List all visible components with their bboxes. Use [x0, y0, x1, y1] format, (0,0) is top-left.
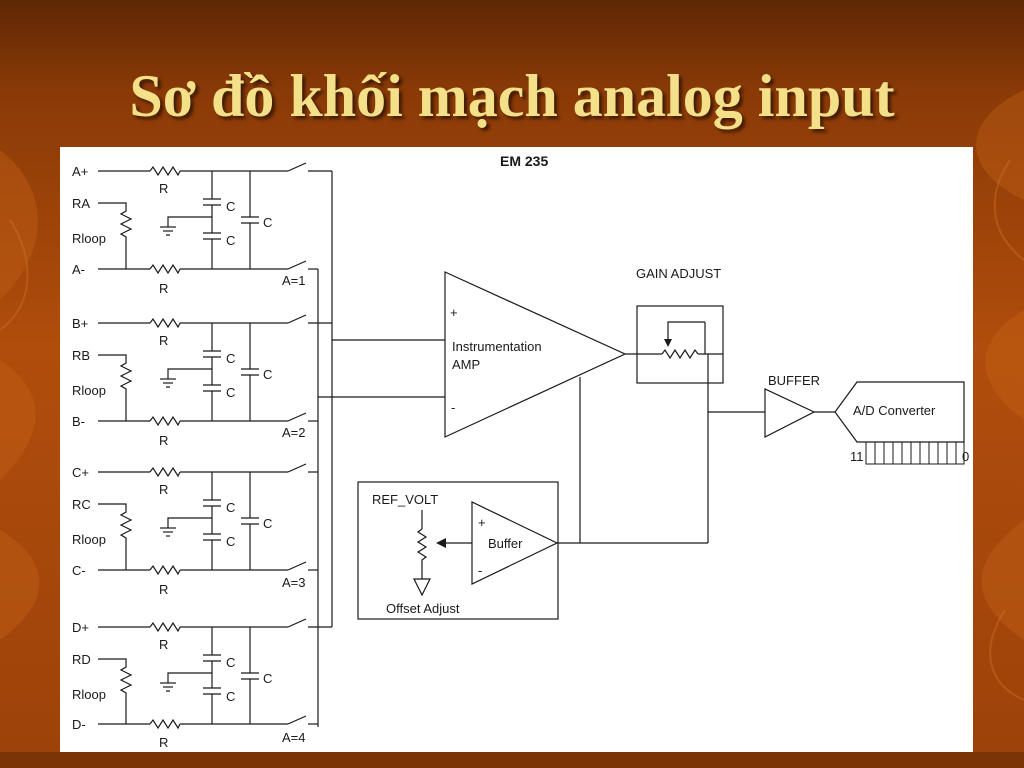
rloop-label: Rloop: [72, 687, 106, 702]
amp-minus-sign: -: [451, 400, 455, 415]
capacitor-label: C: [263, 671, 272, 686]
resistor-label: R: [159, 333, 168, 348]
adc-lsb-label: 0: [962, 449, 969, 464]
channel-d: D+ RD Rloop D- R R C C C A=4: [72, 618, 332, 750]
resistor-symbol: [149, 263, 181, 275]
capacitor-label: C: [263, 367, 272, 382]
capacitor-label: C: [226, 199, 235, 214]
instrumentation-amp: + - Instrumentation AMP: [444, 271, 627, 438]
resistor-label: R: [159, 181, 168, 196]
resistor-symbol: [149, 317, 181, 329]
capacitor-label: C: [263, 215, 272, 230]
mux-bus: [317, 171, 445, 727]
amp-label-line1: Instrumentation: [452, 339, 542, 354]
diagram-header: EM 235: [500, 153, 548, 169]
offset-buffer-label: Buffer: [488, 536, 523, 551]
switch-symbol: [287, 618, 307, 628]
channel-minus-label: D-: [72, 717, 86, 732]
amp-label-line2: AMP: [452, 357, 480, 372]
offset-potentiometer: [416, 528, 428, 579]
adc-block: A/D Converter 11 0: [834, 381, 969, 465]
switch-symbol: [287, 314, 307, 324]
rloop-label: Rloop: [72, 532, 106, 547]
em235-block-diagram: EM 235 A+ RA Rloop A- R R C C: [72, 153, 969, 750]
channel-plus-label: D+: [72, 620, 89, 635]
capacitor-label: C: [263, 516, 272, 531]
resistor-symbol: [149, 564, 181, 576]
resistor-symbol: [149, 718, 181, 730]
channel-minus-label: B-: [72, 414, 85, 429]
offset-buffer-minus: -: [478, 563, 482, 578]
arrow-left-icon: [436, 538, 446, 548]
capacitor-label: C: [226, 534, 235, 549]
channel-plus-label: C+: [72, 465, 89, 480]
channel-minus-label: A-: [72, 262, 85, 277]
channel-ref-label: RD: [72, 652, 91, 667]
switch-label: A=2: [282, 425, 306, 440]
gain-adjust: GAIN ADJUST: [625, 266, 724, 384]
ground-link: [167, 368, 212, 379]
resistor-symbol: [149, 165, 181, 177]
switch-label: A=3: [282, 575, 306, 590]
rloop-resistor: [98, 658, 133, 724]
capacitor-label: C: [226, 655, 235, 670]
ground-link: [167, 216, 212, 227]
adc-bit-register: [865, 441, 965, 465]
adc-label: A/D Converter: [853, 403, 936, 418]
resistor-symbol: [149, 415, 181, 427]
capacitor-label: C: [226, 233, 235, 248]
resistor-label: R: [159, 433, 168, 448]
switch-symbol: [287, 260, 307, 270]
capacitor-label: C: [226, 351, 235, 366]
resistor-symbol: [149, 466, 181, 478]
rloop-resistor: [98, 202, 133, 269]
gain-adjust-label: GAIN ADJUST: [636, 266, 721, 281]
switch-symbol: [287, 561, 307, 571]
adc-msb-label: 11: [850, 449, 864, 464]
output-buffer: BUFFER: [707, 354, 835, 543]
channel-a: A+ RA Rloop A- R R C C C A=1: [72, 162, 332, 296]
resistor-symbol: [149, 621, 181, 633]
capacitor-label: C: [226, 500, 235, 515]
channel-minus-label: C-: [72, 563, 86, 578]
rloop-resistor: [98, 354, 133, 421]
offset-adjust: REF_VOLT Offset Adjust + - Buffer: [357, 377, 708, 620]
rloop-label: Rloop: [72, 231, 106, 246]
offset-adjust-label: Offset Adjust: [386, 601, 460, 616]
switch-label: A=4: [282, 730, 306, 745]
diagram-panel: EM 235 A+ RA Rloop A- R R C C: [60, 147, 973, 752]
rloop-resistor: [98, 503, 133, 570]
amp-plus-sign: +: [450, 305, 458, 320]
capacitor-label: C: [226, 689, 235, 704]
channel-plus-label: A+: [72, 164, 88, 179]
rloop-label: Rloop: [72, 383, 106, 398]
capacitor-label: C: [226, 385, 235, 400]
buffer-label: BUFFER: [768, 373, 820, 388]
channel-c: C+ RC Rloop C- R R C C C A=3: [72, 463, 318, 597]
offset-buffer-plus: +: [478, 515, 486, 530]
resistor-label: R: [159, 637, 168, 652]
wiper-arrow-icon: [664, 339, 672, 347]
switch-symbol: [287, 412, 307, 422]
wiper: [667, 321, 705, 342]
channel-plus-label: B+: [72, 316, 88, 331]
ground-icon: [413, 578, 431, 597]
resistor-label: R: [159, 735, 168, 750]
switch-symbol: [287, 463, 307, 473]
ground-link: [167, 672, 212, 683]
channel-ref-label: RA: [72, 196, 90, 211]
switch-symbol: [287, 162, 307, 172]
slide-title: Sơ đồ khối mạch analog input: [129, 63, 895, 129]
gain-potentiometer: [661, 348, 699, 360]
channel-ref-label: RB: [72, 348, 90, 363]
ground-link: [167, 517, 212, 528]
switch-symbol: [287, 715, 307, 725]
resistor-label: R: [159, 482, 168, 497]
resistor-label: R: [159, 281, 168, 296]
channel-b: B+ RB Rloop B- R R C C C A=2: [72, 314, 332, 448]
switch-label: A=1: [282, 273, 306, 288]
resistor-label: R: [159, 582, 168, 597]
ref-volt-label: REF_VOLT: [372, 492, 438, 507]
channel-ref-label: RC: [72, 497, 91, 512]
